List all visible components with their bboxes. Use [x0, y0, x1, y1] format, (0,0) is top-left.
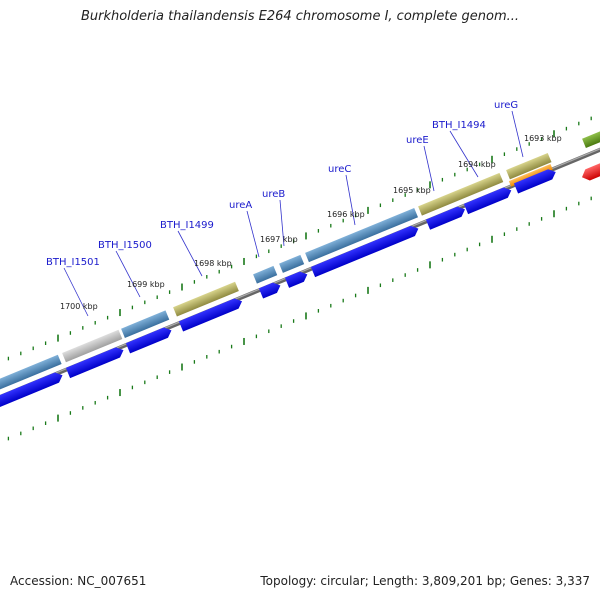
gene-callout-line	[345, 174, 356, 226]
accession-label: Accession: NC_007651	[10, 574, 147, 588]
cds-arrow	[582, 160, 600, 181]
gene-label: ureA	[229, 200, 252, 211]
gene-label: BTH_I1499	[160, 220, 214, 231]
gene-feature	[506, 152, 552, 180]
gene-callout-line	[449, 130, 479, 178]
gene-callout-line	[63, 267, 89, 317]
gene-callout-line	[279, 199, 285, 247]
genome-summary: Topology: circular; Length: 3,809,201 bp…	[260, 574, 590, 588]
gene-label: ureG	[494, 100, 518, 111]
gene-feature	[62, 329, 123, 363]
gene-feature	[418, 172, 504, 216]
cds-arrow	[284, 271, 308, 288]
cds-arrow	[65, 347, 124, 379]
cds-arrow	[463, 187, 512, 215]
gene-callout-line	[177, 230, 203, 277]
gene-label: BTH_I1501	[46, 257, 100, 268]
position-label: 1695 kbp	[393, 186, 431, 195]
gene-feature	[0, 354, 62, 391]
gene-label: BTH_I1500	[98, 240, 152, 251]
gene-feature	[582, 127, 600, 149]
gene-label: ureB	[262, 189, 285, 200]
position-label: 1697 kbp	[260, 235, 298, 244]
gene-feature	[279, 254, 305, 273]
cds-arrow	[310, 225, 419, 278]
gene-label: BTH_I1494	[432, 120, 486, 131]
gene-callout-line	[511, 110, 524, 158]
position-label: 1696 kbp	[327, 210, 365, 219]
position-label: 1694 kbp	[458, 160, 496, 169]
cds-arrow	[178, 298, 243, 332]
position-label: 1693 kbp	[524, 134, 562, 143]
gene-feature	[305, 207, 419, 263]
gene-feature	[121, 310, 170, 338]
cds-arrow	[258, 282, 281, 299]
map-title: Burkholderia thailandensis E264 chromoso…	[80, 9, 520, 24]
position-label: 1699 kbp	[127, 280, 165, 289]
cds-arrow	[513, 169, 556, 194]
cds-arrow	[425, 206, 465, 230]
position-label: 1700 kbp	[60, 302, 98, 311]
gene-callout-line	[423, 145, 435, 192]
gene-feature	[173, 281, 239, 317]
gene-label: ureE	[406, 135, 429, 146]
gene-callout-line	[246, 210, 260, 258]
cds-arrow	[125, 327, 172, 354]
gene-callout-line	[115, 250, 141, 298]
cds-arrow	[0, 372, 63, 409]
position-label: 1698 kbp	[194, 259, 232, 268]
gene-label: ureC	[328, 164, 351, 175]
gene-feature	[253, 265, 278, 284]
